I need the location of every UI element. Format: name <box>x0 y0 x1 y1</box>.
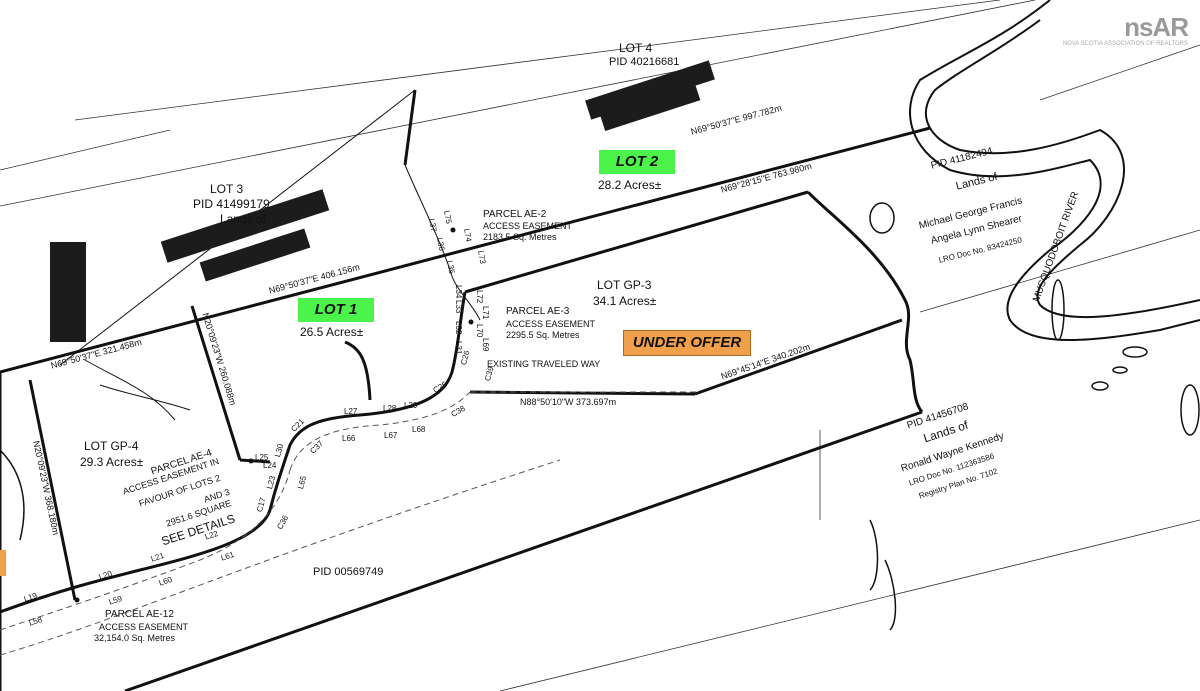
lot-boundaries <box>0 89 931 691</box>
survey-markers <box>74 227 474 603</box>
lot3-owner: Lands of <box>220 212 267 226</box>
seg-l74: L74 <box>462 227 474 243</box>
lot1-area: 26.5 Acres± <box>300 325 364 339</box>
under-offer-badge: UNDER OFFER <box>623 330 751 356</box>
seg-l36: L36 <box>435 236 447 252</box>
seg-l35: L35 <box>445 259 457 275</box>
seg-l68: L68 <box>412 425 426 434</box>
seg-l71: L71 <box>481 306 490 320</box>
redaction-lot3-2 <box>199 228 311 282</box>
ponds <box>0 202 1200 631</box>
seg-l34: L34 <box>454 285 463 299</box>
river <box>909 0 1200 341</box>
seg-l33: L33 <box>454 300 463 314</box>
seg-l29: L29 <box>404 401 418 410</box>
redaction-blocks <box>0 60 715 576</box>
seg-l70: L70 <box>475 324 484 338</box>
seg-l32: L32 <box>454 321 463 335</box>
lot2-area: 28.2 Acres± <box>598 178 662 192</box>
road-pid: PID 00569749 <box>313 566 384 578</box>
seg-l67: L67 <box>384 431 398 440</box>
redaction-black-box <box>50 242 86 342</box>
lot4-name: LOT 4 <box>619 41 653 55</box>
gp4-name: LOT GP-4 <box>84 439 139 453</box>
nsar-logo: nsAR NOVA SCOTIA ASSOCIATION OF REALTORS <box>1062 12 1189 47</box>
gp4-area: 29.3 Acres± <box>80 455 144 469</box>
orange-fragment <box>0 550 6 576</box>
ae2-type: ACCESS EASEMENT <box>483 221 573 231</box>
seg-l31: L31 <box>454 341 463 355</box>
redaction-lot4-2 <box>599 82 701 132</box>
seg-l28: L28 <box>383 404 397 413</box>
ae12-size: 32,154.0 Sq. Metres <box>94 633 176 643</box>
ae2-size: 2183.5 Sq. Metres <box>483 232 557 242</box>
seg-l66: L66 <box>342 434 356 443</box>
lot3-pid: PID 41499179 <box>193 197 270 211</box>
redaction-lot3-1 <box>160 189 330 263</box>
traveled-way-label: EXISTING TRAVELED WAY <box>487 359 601 369</box>
bearing-b6: N88°50'10"W 373.697m <box>520 397 617 407</box>
ae3-size: 2295.5 Sq. Metres <box>506 330 580 340</box>
logo-mark: nsAR <box>1124 12 1189 42</box>
ae3-name: PARCEL AE-3 <box>506 306 570 317</box>
gp3-name: LOT GP-3 <box>597 278 652 292</box>
lot1-badge: LOT 1 <box>298 298 374 322</box>
ae12-type: ACCESS EASEMENT <box>99 622 189 632</box>
lot4-pid: PID 40216681 <box>609 56 680 68</box>
seg-l73: L73 <box>476 249 488 265</box>
seg-l69: L69 <box>481 338 490 352</box>
easement-dashed-lines <box>0 391 700 656</box>
ae3-type: ACCESS EASEMENT <box>506 319 596 329</box>
logo-subtitle: NOVA SCOTIA ASSOCIATION OF REALTORS <box>1062 41 1188 47</box>
seg-l24: L24 <box>263 461 277 470</box>
ae2-name: PARCEL AE-2 <box>483 209 547 220</box>
seg-l27: L27 <box>344 407 358 416</box>
seg-l75: L75 <box>442 209 454 225</box>
lot3-name: LOT 3 <box>210 182 244 196</box>
redaction-lot4-1 <box>585 60 715 120</box>
ae12-name: PARCEL AE-12 <box>105 609 174 620</box>
gp3-area: 34.1 Acres± <box>593 294 657 308</box>
seg-l72: L72 <box>475 290 484 304</box>
seg-l25: L25 <box>255 453 269 462</box>
seg-l37: L37 <box>427 217 439 233</box>
lot2-badge: LOT 2 <box>599 150 675 174</box>
